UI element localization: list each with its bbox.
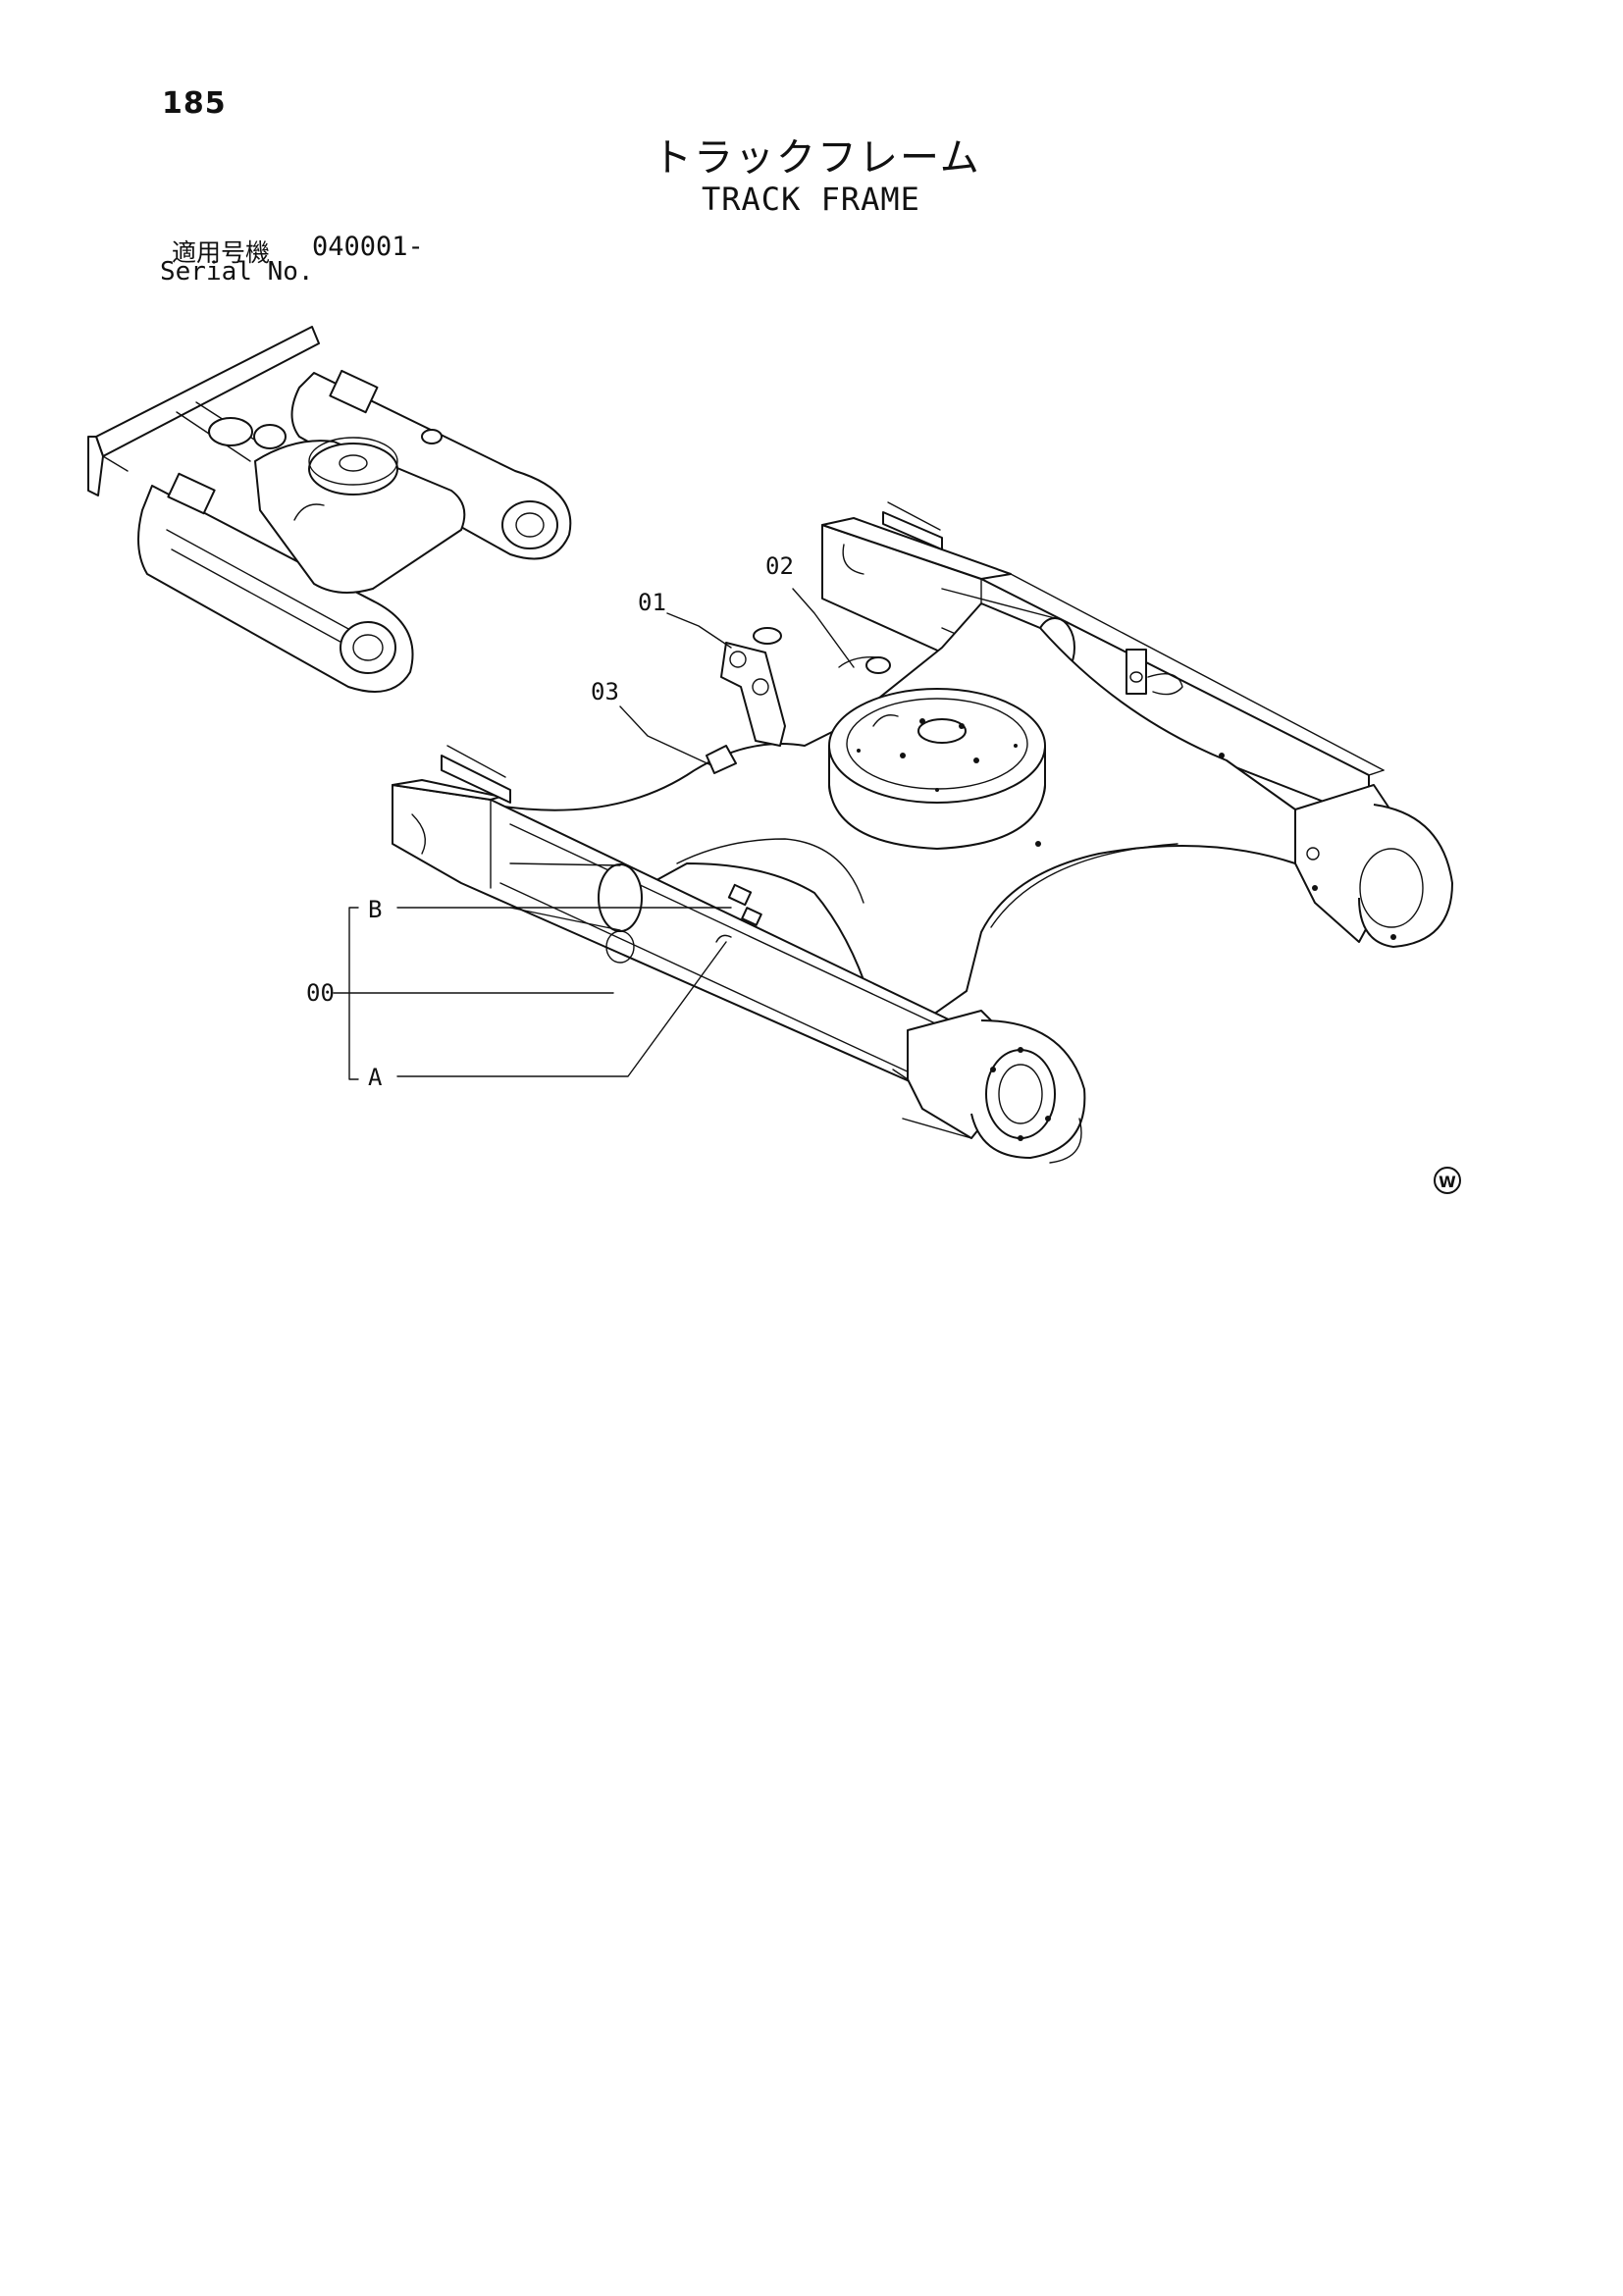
- serial-range: 040001-: [312, 232, 424, 262]
- corner-mark: W: [1439, 1173, 1456, 1191]
- callout-a: A: [368, 1064, 383, 1091]
- circled-w-icon: W: [1434, 1167, 1461, 1194]
- page-title-japanese: トラックフレーム: [653, 135, 981, 181]
- callout-b: B: [368, 896, 382, 923]
- callout-01: 01: [638, 589, 666, 616]
- page-number: 185: [162, 86, 227, 121]
- serial-label-japanese: 適用号機: [172, 238, 271, 267]
- callout-03: 03: [591, 678, 619, 705]
- machine-overview-illustration: [87, 326, 572, 693]
- callout-00: 00: [306, 979, 335, 1007]
- callout-02: 02: [765, 552, 794, 580]
- callout-leaders: [333, 588, 855, 1080]
- serial-label: Serial No.: [160, 257, 314, 287]
- track-frame-illustration: [392, 501, 1453, 1164]
- page-title: TRACK FRAME: [702, 181, 920, 218]
